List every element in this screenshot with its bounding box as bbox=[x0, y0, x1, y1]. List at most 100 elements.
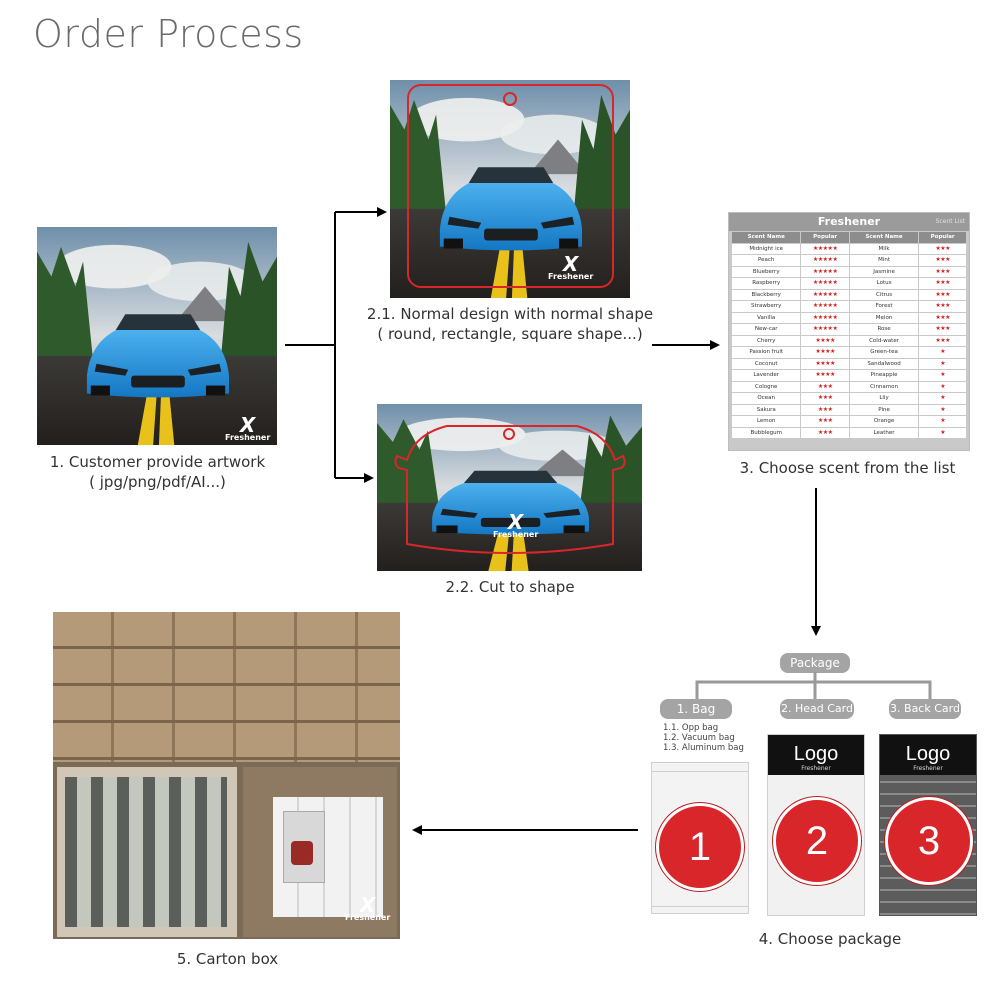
popularity-stars-icon: ★★★★★ bbox=[800, 265, 850, 278]
step1-caption-line1: 1. Customer provide artwork bbox=[49, 453, 266, 471]
package-option-head-card: 2. Head Card bbox=[780, 699, 854, 719]
popularity-stars-icon: ★★★ bbox=[918, 334, 967, 347]
scent-table-row: Vanilla★★★★★Melon★★★ bbox=[730, 311, 967, 324]
popularity-stars-icon: ★★★ bbox=[918, 323, 967, 336]
popularity-stars-icon: ★★★ bbox=[918, 242, 967, 255]
scent-name-cell: Lily bbox=[848, 392, 920, 405]
popularity-stars-icon: ★★★★ bbox=[800, 346, 850, 359]
scent-name-cell: Blackberry bbox=[730, 288, 802, 301]
back-card-brand: Freshener bbox=[913, 765, 943, 772]
step2-1-caption: 2.1. Normal design with normal shape ( r… bbox=[345, 304, 675, 344]
scent-table: Scent Name Popular Scent Name Popular Mi… bbox=[730, 231, 967, 439]
popularity-stars-icon: ★★★★★ bbox=[800, 311, 850, 324]
scent-list-header: Freshener Scent List bbox=[729, 213, 969, 231]
popularity-stars-icon: ★ bbox=[918, 346, 967, 359]
scent-name-cell: Pineapple bbox=[848, 369, 920, 382]
bag-package-image: 1 bbox=[651, 762, 749, 914]
column-header: Popular bbox=[800, 231, 850, 244]
package-option-back-card: 3. Back Card bbox=[889, 699, 961, 719]
scent-table-row: Bubblegum★★★Leather★ bbox=[730, 426, 967, 439]
page-title: Order Process bbox=[33, 12, 304, 56]
package-number-2: 2 bbox=[773, 797, 861, 885]
popularity-stars-icon: ★★★★ bbox=[800, 369, 850, 382]
scent-table-row: Cologne★★★Cinnamon★ bbox=[730, 380, 967, 393]
scent-table-row: Lemon★★★Orange★ bbox=[730, 415, 967, 428]
scent-name-cell: Leather bbox=[848, 426, 920, 439]
scent-name-cell: Sakura bbox=[730, 403, 802, 416]
step2-1-caption-line1: 2.1. Normal design with normal shape bbox=[366, 305, 654, 323]
popularity-stars-icon: ★ bbox=[918, 426, 967, 439]
scent-table-row: Strawberry★★★★★Forest★★★ bbox=[730, 300, 967, 313]
step5-caption: 5. Carton box bbox=[176, 950, 279, 968]
popularity-stars-icon: ★★★ bbox=[800, 415, 850, 428]
scent-name-cell: Melon bbox=[848, 311, 920, 324]
scent-name-cell: Sandalwood bbox=[848, 357, 920, 370]
scent-name-cell: Mint bbox=[848, 254, 920, 267]
scent-table-row: Midnight ice★★★★★Milk★★★ bbox=[730, 242, 967, 255]
popularity-stars-icon: ★★★ bbox=[918, 277, 967, 290]
step4-caption: 4. Choose package bbox=[758, 930, 902, 948]
scent-name-cell: Cologne bbox=[730, 380, 802, 393]
scent-name-cell: Lemon bbox=[730, 415, 802, 428]
scent-table-row: Sakura★★★Pine★ bbox=[730, 403, 967, 416]
popularity-stars-icon: ★★★★★ bbox=[800, 300, 850, 313]
back-card-package-image: Logo Freshener 3 bbox=[879, 734, 977, 916]
popularity-stars-icon: ★ bbox=[918, 415, 967, 428]
scent-name-cell: Midnight ice bbox=[730, 242, 802, 255]
popularity-stars-icon: ★★★ bbox=[800, 426, 850, 439]
popularity-stars-icon: ★★★ bbox=[918, 254, 967, 267]
popularity-stars-icon: ★★★ bbox=[918, 288, 967, 301]
package-tree-lines bbox=[695, 672, 932, 700]
scent-name-cell: New-car bbox=[730, 323, 802, 336]
scent-table-row: Cherry★★★★Cold-water★★★ bbox=[730, 334, 967, 347]
scent-name-cell: Cinnamon bbox=[848, 380, 920, 393]
back-card-logo: Logo bbox=[905, 743, 951, 765]
scent-list-subtitle: Scent List bbox=[935, 218, 965, 225]
open-carton-right bbox=[243, 767, 397, 937]
popularity-stars-icon: ★★★ bbox=[918, 265, 967, 278]
popularity-stars-icon: ★★★★★ bbox=[800, 242, 850, 255]
bag-type-item: 1.2. Vacuum bag bbox=[663, 733, 735, 743]
scent-table-row: Raspberry★★★★★Lotus★★★ bbox=[730, 277, 967, 290]
scent-name-cell: Citrus bbox=[848, 288, 920, 301]
package-root-label: Package bbox=[780, 653, 850, 673]
scent-name-cell: Raspberry bbox=[730, 277, 802, 290]
head-card-brand: Freshener bbox=[801, 765, 831, 772]
scent-name-cell: Blueberry bbox=[730, 265, 802, 278]
popularity-stars-icon: ★★★★★ bbox=[800, 288, 850, 301]
scent-table-row: Blackberry★★★★★Citrus★★★ bbox=[730, 288, 967, 301]
popularity-stars-icon: ★★★ bbox=[800, 392, 850, 405]
scent-name-cell: Lotus bbox=[848, 277, 920, 290]
scent-name-cell: Bubblegum bbox=[730, 426, 802, 439]
bag-types-list: 1.1. Opp bag 1.2. Vacuum bag 1.3. Alumin… bbox=[663, 723, 744, 753]
popularity-stars-icon: ★ bbox=[918, 403, 967, 416]
popularity-stars-icon: ★★★★★ bbox=[800, 277, 850, 290]
step1-caption: 1. Customer provide artwork ( jpg/png/pd… bbox=[25, 452, 290, 492]
scent-table-row: Ocean★★★Lily★ bbox=[730, 392, 967, 405]
scent-name-cell: Green-tea bbox=[848, 346, 920, 359]
popularity-stars-icon: ★★★ bbox=[918, 311, 967, 324]
scent-name-cell: Coconut bbox=[730, 357, 802, 370]
scent-name-cell: Passion fruit bbox=[730, 346, 802, 359]
scent-table-row: Peach★★★★★Mint★★★ bbox=[730, 254, 967, 267]
cut-line-rectangle bbox=[407, 84, 614, 288]
popularity-stars-icon: ★★★ bbox=[918, 300, 967, 313]
popularity-stars-icon: ★★★★ bbox=[800, 334, 850, 347]
popularity-stars-icon: ★★★★ bbox=[800, 357, 850, 370]
scent-name-cell: Orange bbox=[848, 415, 920, 428]
bag-type-item: 1.1. Opp bag bbox=[663, 723, 719, 733]
head-card-package-image: Logo Freshener 2 bbox=[767, 734, 865, 916]
scent-list-table: Freshener Scent List Scent Name Popular … bbox=[728, 212, 970, 451]
head-card-logo: Logo bbox=[793, 743, 839, 765]
popularity-stars-icon: ★★★★★ bbox=[800, 254, 850, 267]
package-number-1: 1 bbox=[656, 803, 744, 891]
hanging-hole-icon bbox=[503, 92, 517, 106]
popularity-stars-icon: ★★★ bbox=[800, 403, 850, 416]
